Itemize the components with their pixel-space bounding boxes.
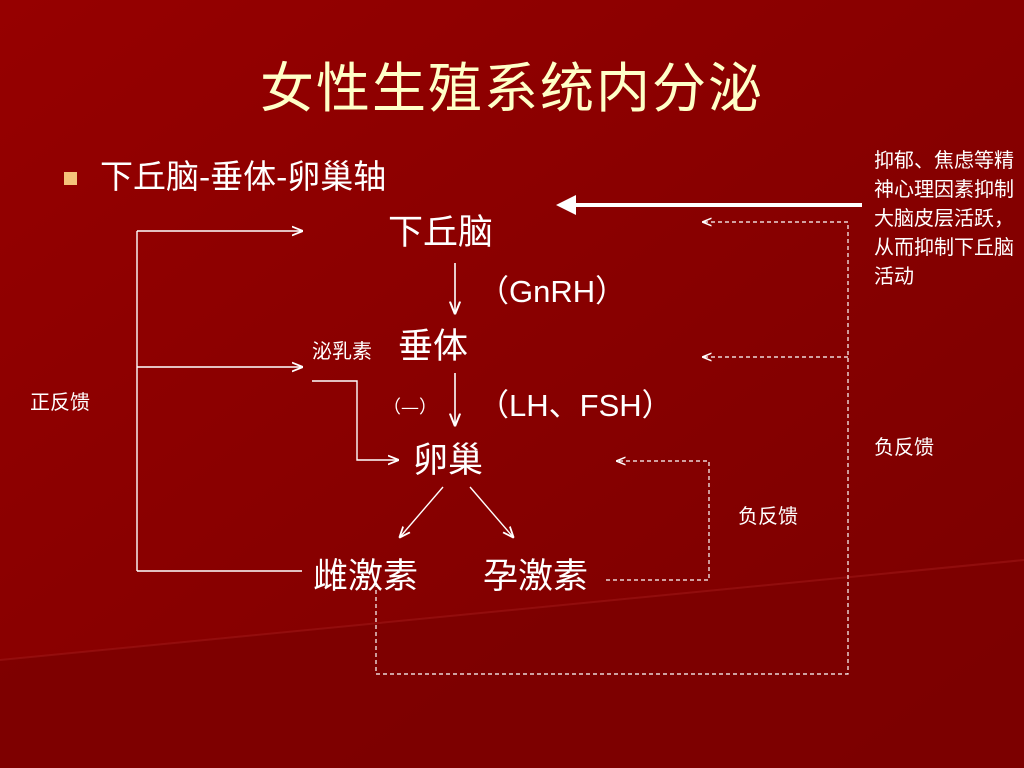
label-prolactin: 泌乳素	[312, 339, 372, 363]
psychological-factor-note: 抑郁、焦虑等精神心理因素抑制大脑皮层活跃，从而抑制下丘脑活动	[874, 148, 1014, 288]
prolactin-to-ovary-arrow	[312, 380, 398, 460]
node-estrogen: 雌激素	[313, 557, 419, 597]
ovary-to-progesterone-arrow	[469, 486, 513, 537]
node-pituitary: 垂体	[398, 327, 469, 367]
positive-feedback-bracket	[136, 231, 302, 572]
label-inhibit-sign: （—）	[383, 397, 437, 418]
label-negative-feedback-right: 负反馈	[874, 435, 934, 459]
label-gnrh: （GnRH）	[478, 274, 627, 309]
negative-feedback-outer-loop	[375, 222, 849, 675]
negative-feedback-inner-loop	[606, 461, 710, 581]
bullet-text: 下丘脑-垂体-卵巢轴	[100, 157, 387, 196]
label-negative-feedback-inner: 负反馈	[738, 504, 798, 528]
bullet-square-icon	[64, 172, 77, 185]
node-progesterone: 孕激素	[483, 557, 589, 597]
label-lh-fsh: （LH、FSH）	[478, 388, 673, 423]
node-ovary: 卵巢	[413, 441, 484, 481]
label-positive-feedback: 正反馈	[30, 390, 90, 414]
slide-title: 女性生殖系统内分泌	[260, 57, 764, 120]
node-hypothalamus: 下丘脑	[388, 213, 494, 253]
ovary-to-estrogen-arrow	[400, 486, 444, 537]
